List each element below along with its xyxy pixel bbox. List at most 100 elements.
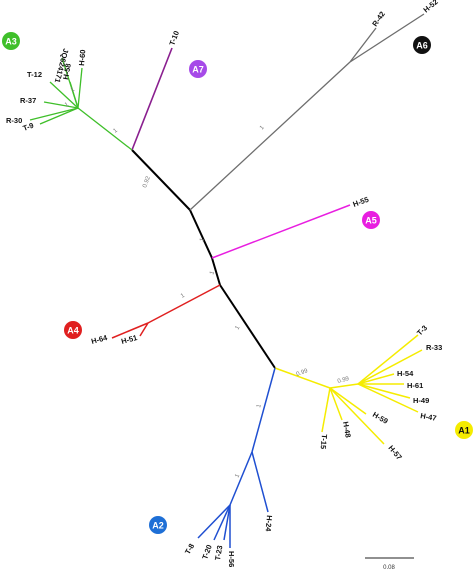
cluster-badge-label: A3 [5,37,17,47]
leaf-label-t20: T-20 [200,543,214,560]
leaf-label-t8: T-8 [183,542,196,556]
leaf-label-t23: T-23 [213,545,224,561]
support-value: 1 [235,325,242,331]
leaf-label-h24: H-24 [264,515,274,533]
branch-backbone-main-2 [211,257,221,286]
branch-a1-h54 [357,373,395,385]
branch-a1-r33 [357,349,423,385]
leaf-label-r37: R-37 [20,96,36,105]
cluster-badge-label: A7 [192,65,204,75]
leaf-label-r30: R-30 [6,116,22,125]
branch-a2-t20 [213,504,231,541]
support-value: 0.99 [337,376,350,385]
leaf-label-h57: H-57 [386,444,403,462]
branch-a3-h60 [77,67,83,109]
leaf-label-t9: T-9 [22,121,35,133]
leaf-label-h51: H-51 [120,333,138,346]
branch-a1-t15 [321,387,331,433]
cluster-badge-a5: A5 [362,211,380,229]
cluster-badge-a1: A1 [455,421,473,439]
leaf-label-h56: H-56 [227,551,236,567]
leaf-label-h54: H-54 [397,369,414,378]
support-value: 1 [70,87,76,94]
branch-a2-stem [251,367,276,453]
branch-a3-r30 [29,107,79,121]
support-value: 1 [209,270,216,276]
leaf-label-t10: T-10 [167,29,181,46]
leaf-label-t15: T-15 [319,434,329,450]
leaf-label-t12: T-12 [27,70,42,79]
support-value: 1 [64,102,70,109]
cluster-badge-a3: A3 [2,32,20,50]
leaf-label-h61: H-61 [407,381,423,390]
backbone [131,149,276,369]
cluster-badge-label: A1 [458,426,470,436]
branch-a1-h59 [329,387,367,415]
leaf-label-h58: H-58 [61,63,73,81]
clade-a6 [189,13,425,211]
cluster-badge-label: A5 [365,216,377,226]
cluster-badge-label: A4 [67,326,79,336]
branch-a1-h47 [357,383,419,413]
branch-a1-stem [274,367,331,389]
clade-a3 [29,57,133,151]
branch-backbone-a3-a7 [131,149,191,211]
branch-a3-r37 [43,101,79,109]
branch-a4-h51 [139,322,149,337]
support-value: 1 [199,237,206,243]
branch-a2-inner [229,451,253,506]
leaf-label-h47: H-47 [420,411,438,423]
support-value: 0.99 [296,368,310,378]
leaf-label-h49: H-49 [413,396,429,405]
branch-a1-t3 [357,334,419,385]
support-value: 1 [234,473,241,479]
branch-a1-sub [329,383,359,389]
branch-backbone-main-1 [189,209,213,259]
branch-a3-t12 [49,81,79,109]
cluster-badge-a7: A7 [189,60,207,78]
support-value: 1 [256,403,263,408]
branch-a6-r42 [349,27,377,63]
branch-a1-h48 [329,387,343,421]
leaf-label-h60: H-60 [77,49,87,66]
branch-a2-t23 [223,504,231,541]
leaf-label-r42: R-42 [370,10,387,28]
clade-a5 [211,204,351,259]
branch-a7-t10 [131,47,173,151]
branch-a1-h49 [357,383,411,399]
branch-a6-stem [189,61,351,211]
leaf-label-r33: R-33 [426,343,442,352]
clade-a4 [111,284,221,339]
leaf-label-h64: H-64 [90,333,109,346]
leaf-label-h59: H-59 [371,410,390,426]
leaf-label-h55: H-55 [352,195,370,209]
clade-a1 [274,334,423,445]
scale-bar-label: 0.08 [383,565,395,571]
cluster-badge-a6: A6 [413,36,431,54]
cluster-badge-a4: A4 [64,321,82,339]
support-value: 0.92 [142,175,152,189]
branch-a5-h55 [211,204,351,259]
branch-a6-h52 [349,13,425,63]
clade-a2 [197,367,276,548]
support-value: 1 [180,293,186,300]
branch-a2-t8 [197,504,231,539]
cluster-badge-label: A2 [152,521,164,531]
cluster-badge-a2: A2 [149,516,167,534]
support-value: 1 [259,124,266,131]
branch-a3-t9 [39,107,79,125]
leaf-label-h52: H-52 [422,0,440,15]
branch-a3-stem [77,107,133,151]
leaf-label-h48: H-48 [341,421,353,439]
clade-a7 [131,47,173,151]
branch-a4-stem [147,284,221,324]
scale-bar: 0.08 [365,557,414,571]
branch-a4-h64 [111,322,149,339]
branch-a1-h57 [329,387,385,445]
branch-backbone-main-3 [219,284,276,369]
cluster-badges: A3 A7 A6 A5 A4 A1 A2 [2,32,473,534]
branch-a3-h58 [69,81,79,109]
branch-a2-h24 [251,451,269,513]
support-value: 1 [113,127,120,134]
